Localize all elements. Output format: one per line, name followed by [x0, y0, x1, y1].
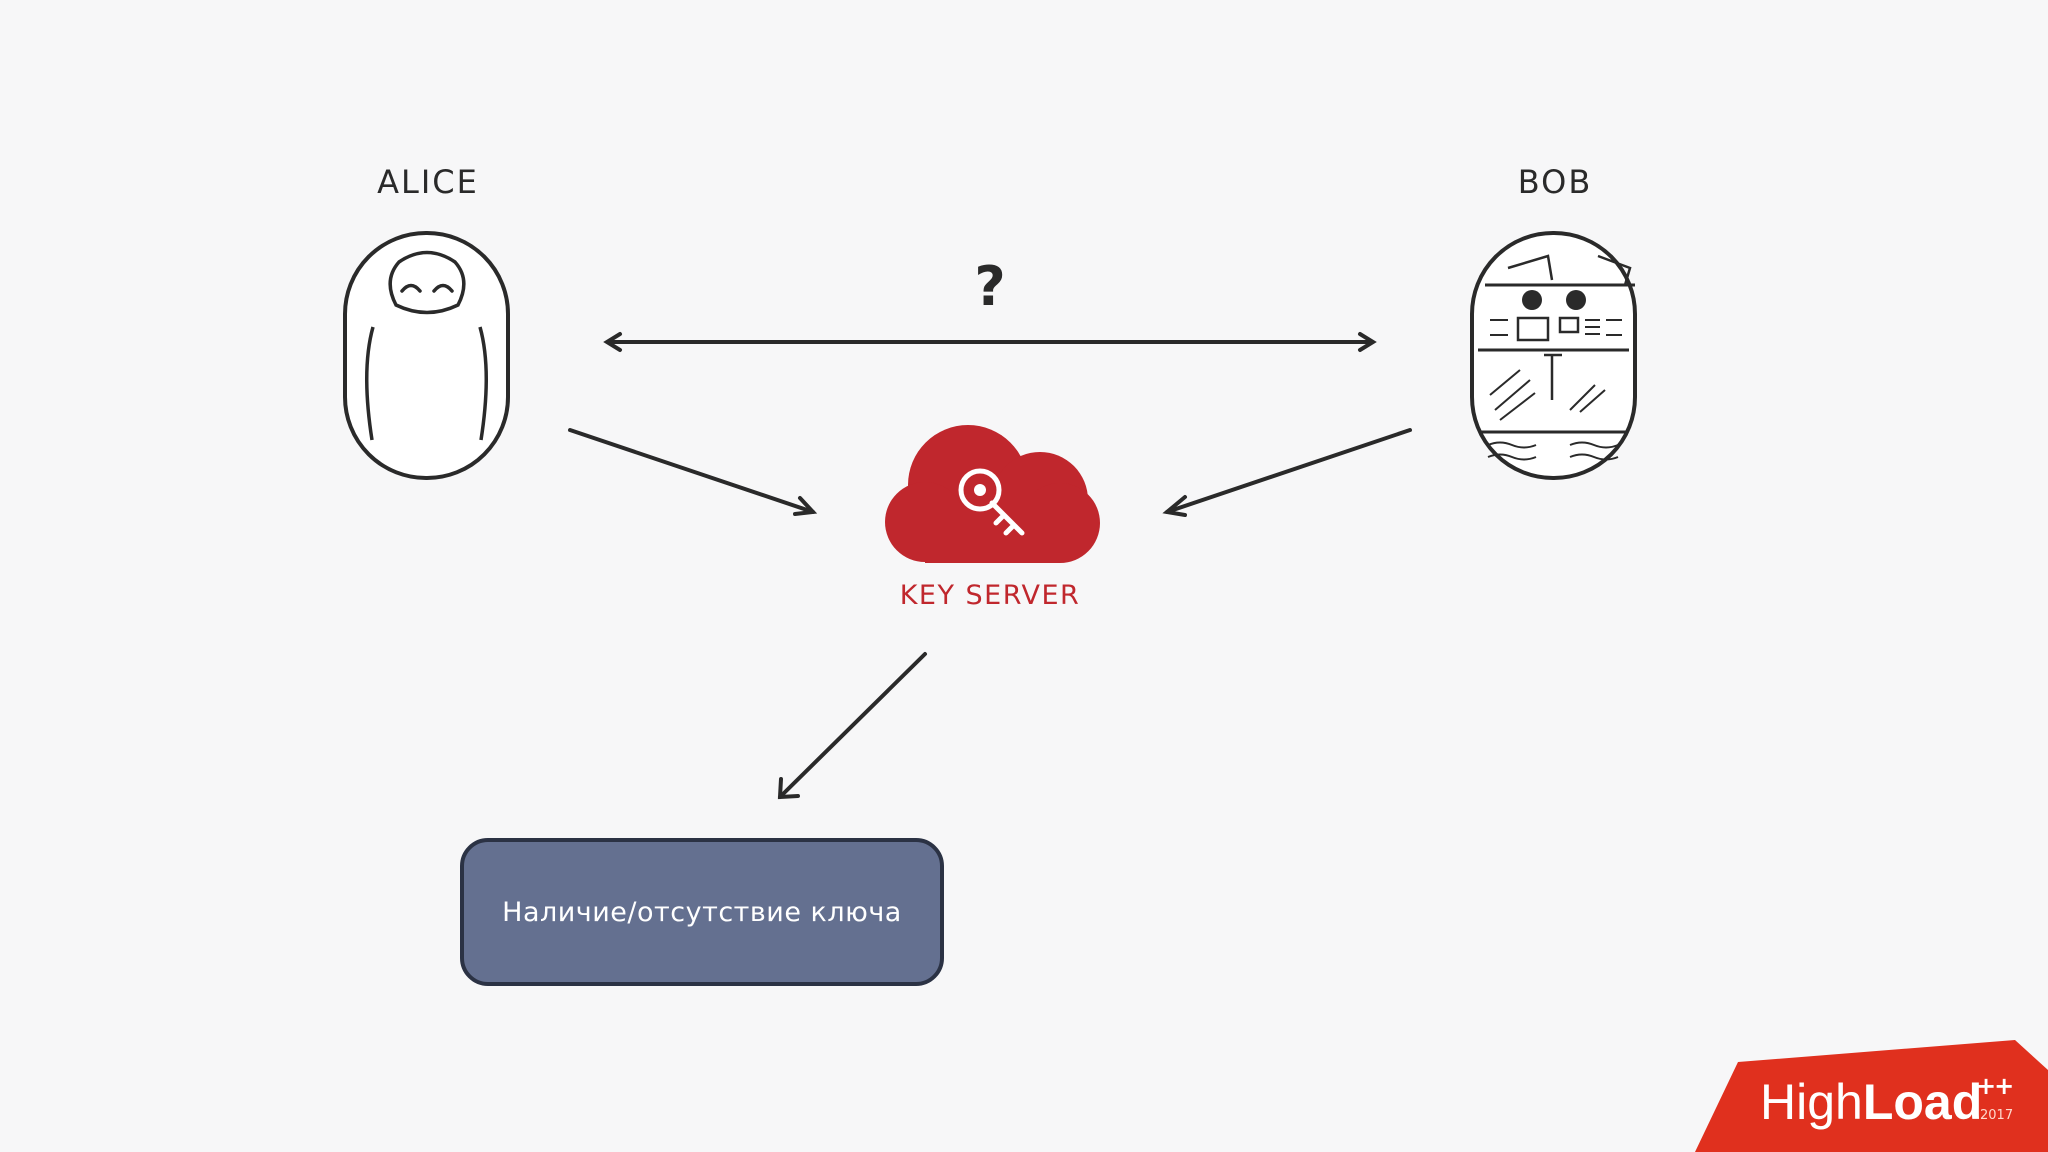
brand-name-bold: Load [1862, 1074, 1983, 1130]
cloud-key-icon [885, 425, 1100, 563]
alice-to-keyserver-arrow [568, 428, 818, 516]
key-server-label: KEY SERVER [899, 580, 1081, 611]
alice-robot-icon [343, 231, 510, 480]
alice-label: ALICE [377, 163, 479, 201]
bob-robot-icon [1470, 231, 1637, 480]
key-status-text: Наличие/отсутствие ключа [502, 896, 902, 928]
keyserver-to-status-arrow [777, 652, 927, 800]
highload-logo: HighLoad [1760, 1077, 2010, 1127]
brand-superscript: ++ [1976, 1072, 2014, 1100]
channel-question-mark: ? [974, 255, 1006, 318]
alice-bob-channel-arrow [603, 332, 1377, 352]
brand-year: 2017 [1980, 1108, 2014, 1123]
bob-label: BOB [1517, 163, 1593, 201]
key-status-box: Наличие/отсутствие ключа [460, 838, 944, 986]
bob-to-keyserver-arrow [1162, 428, 1412, 517]
brand-name-light: High [1760, 1074, 1863, 1130]
brand-corner [1695, 1040, 2048, 1152]
